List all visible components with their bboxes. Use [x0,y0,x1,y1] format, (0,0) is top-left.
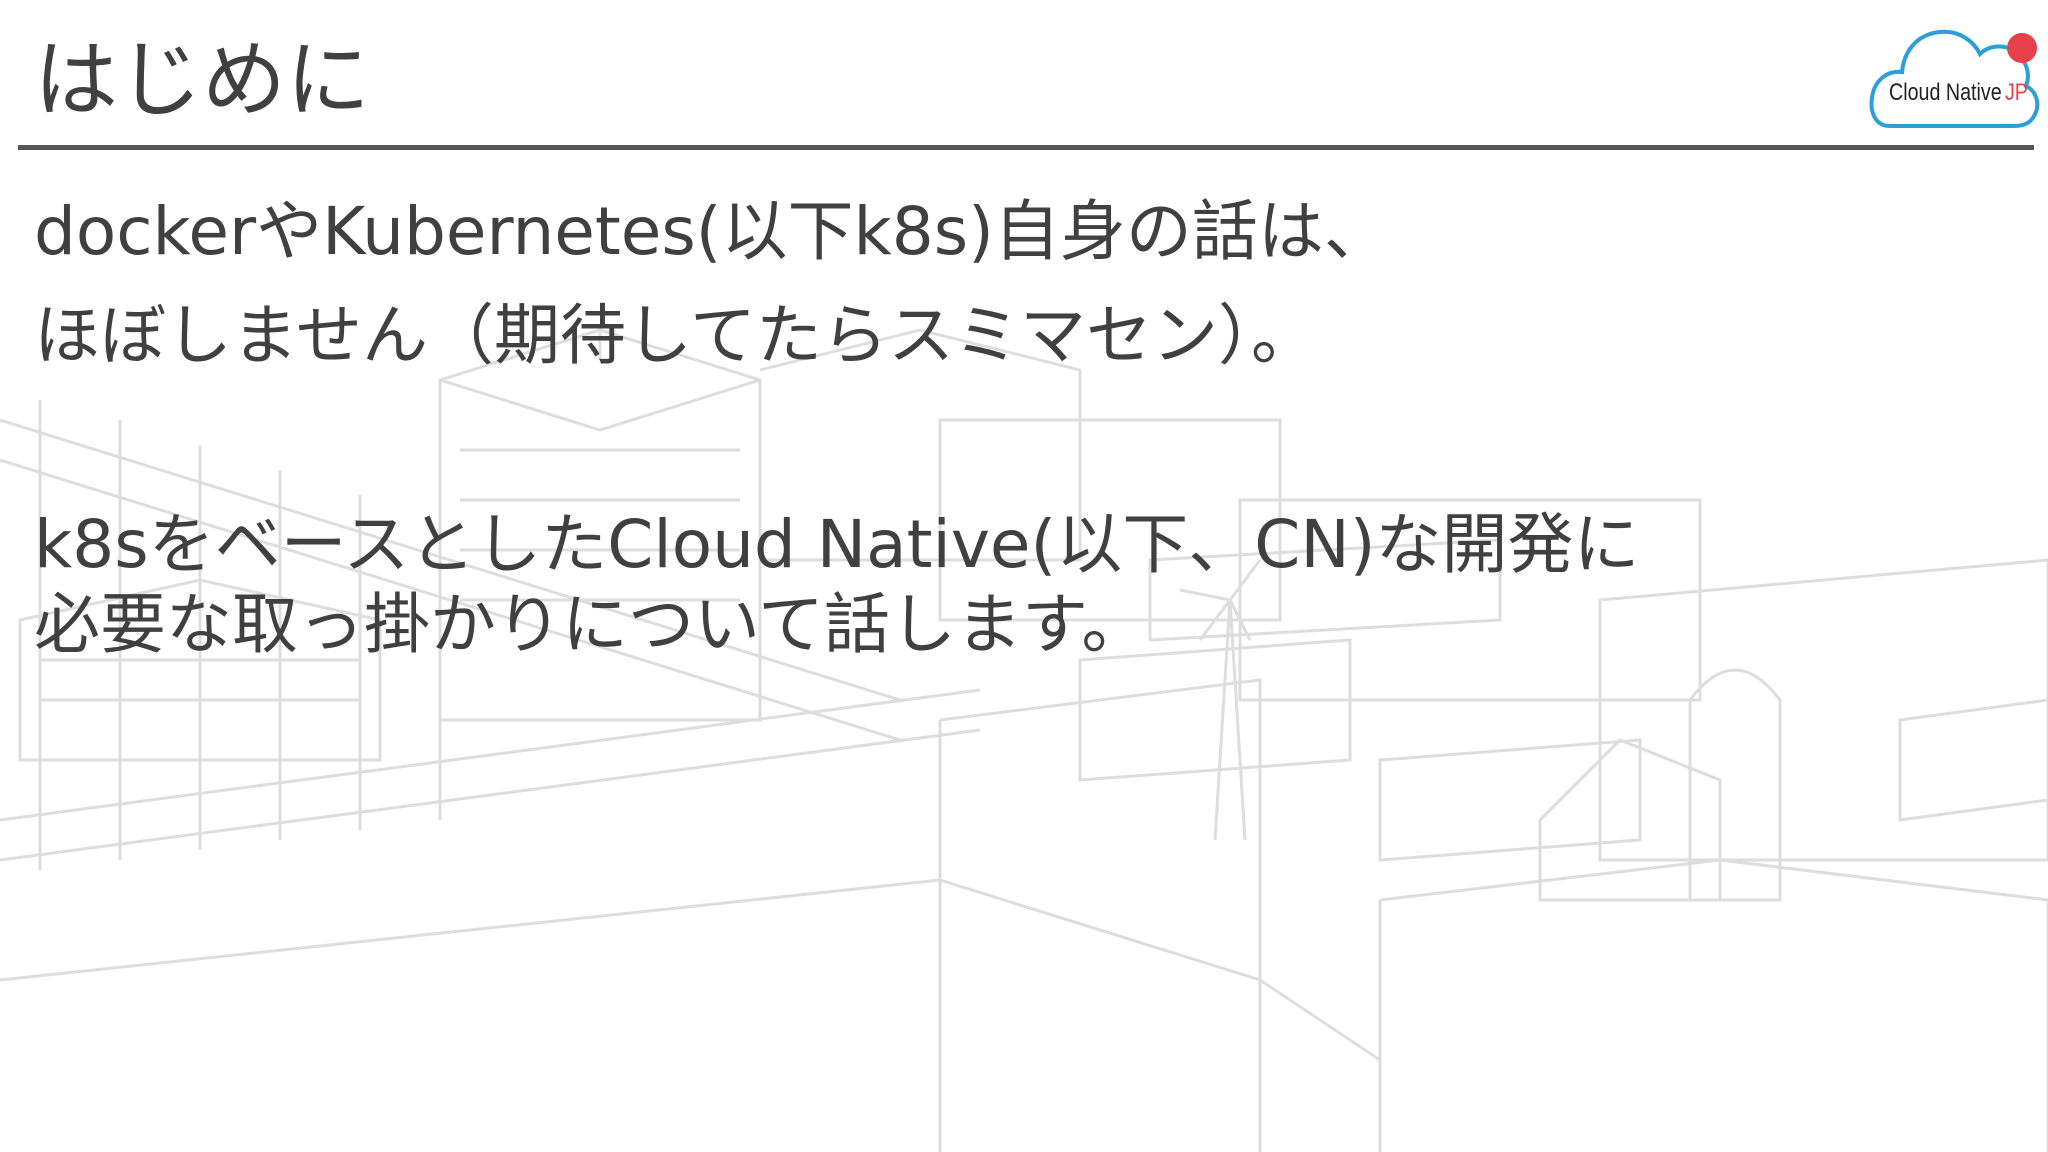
body-line-4: 必要な取っ掛かりについて話します。 [34,586,1148,663]
logo-suffix: JP [2004,79,2028,106]
title-divider [18,145,2034,150]
body-line-2: ほぼしません（期待してたらスミマセン）。 [34,297,1318,374]
cloud-icon [1869,29,2040,128]
body-line-1: dockerやKubernetes(以下k8s)自身の話は、 [34,193,1390,270]
logo-name: Cloud Native [1889,79,2002,106]
page-title: はじめに [34,31,371,129]
body-line-3: k8sをベースとしたCloud Native(以下、CN)な開発に [34,506,1640,583]
